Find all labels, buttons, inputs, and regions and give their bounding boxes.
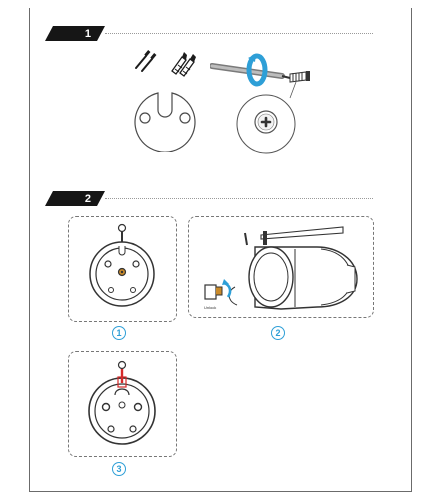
panel-2: Unlock	[188, 216, 374, 318]
panel-1-badge: 1	[112, 326, 126, 340]
panel-3	[68, 351, 177, 457]
unlock-arrow-icon	[204, 279, 232, 300]
screws-icon	[135, 50, 157, 72]
step-1-number: 1	[84, 27, 91, 40]
panel-1-label: 1	[116, 328, 122, 338]
magnified-screw-icon	[236, 94, 296, 154]
step-1-tab: 1	[45, 26, 105, 41]
step-2-divider	[105, 198, 373, 199]
panel-2-label: 2	[275, 328, 281, 338]
unlock-label: Unlock	[204, 305, 217, 310]
panel-3-badge: 3	[112, 462, 126, 476]
panel-2-badge: 2	[271, 326, 285, 340]
screwdriver-illustration	[210, 53, 310, 154]
panel-1	[68, 216, 177, 322]
camera-mount-aligned-icon	[88, 360, 156, 445]
step-2-number: 2	[84, 192, 91, 205]
mounting-plate-icon	[134, 92, 196, 152]
camera-mount-icon	[89, 223, 155, 307]
step-2-tab: 2	[45, 191, 105, 206]
rotate-arrow-icon	[246, 53, 268, 87]
wall-anchor-icon	[171, 52, 196, 77]
red-marker-box	[117, 376, 127, 388]
panel-3-label: 3	[116, 464, 122, 474]
camera-icon	[228, 226, 358, 310]
screw-thread	[289, 71, 310, 83]
manual-frame	[29, 8, 412, 492]
step-1-divider	[105, 33, 373, 34]
